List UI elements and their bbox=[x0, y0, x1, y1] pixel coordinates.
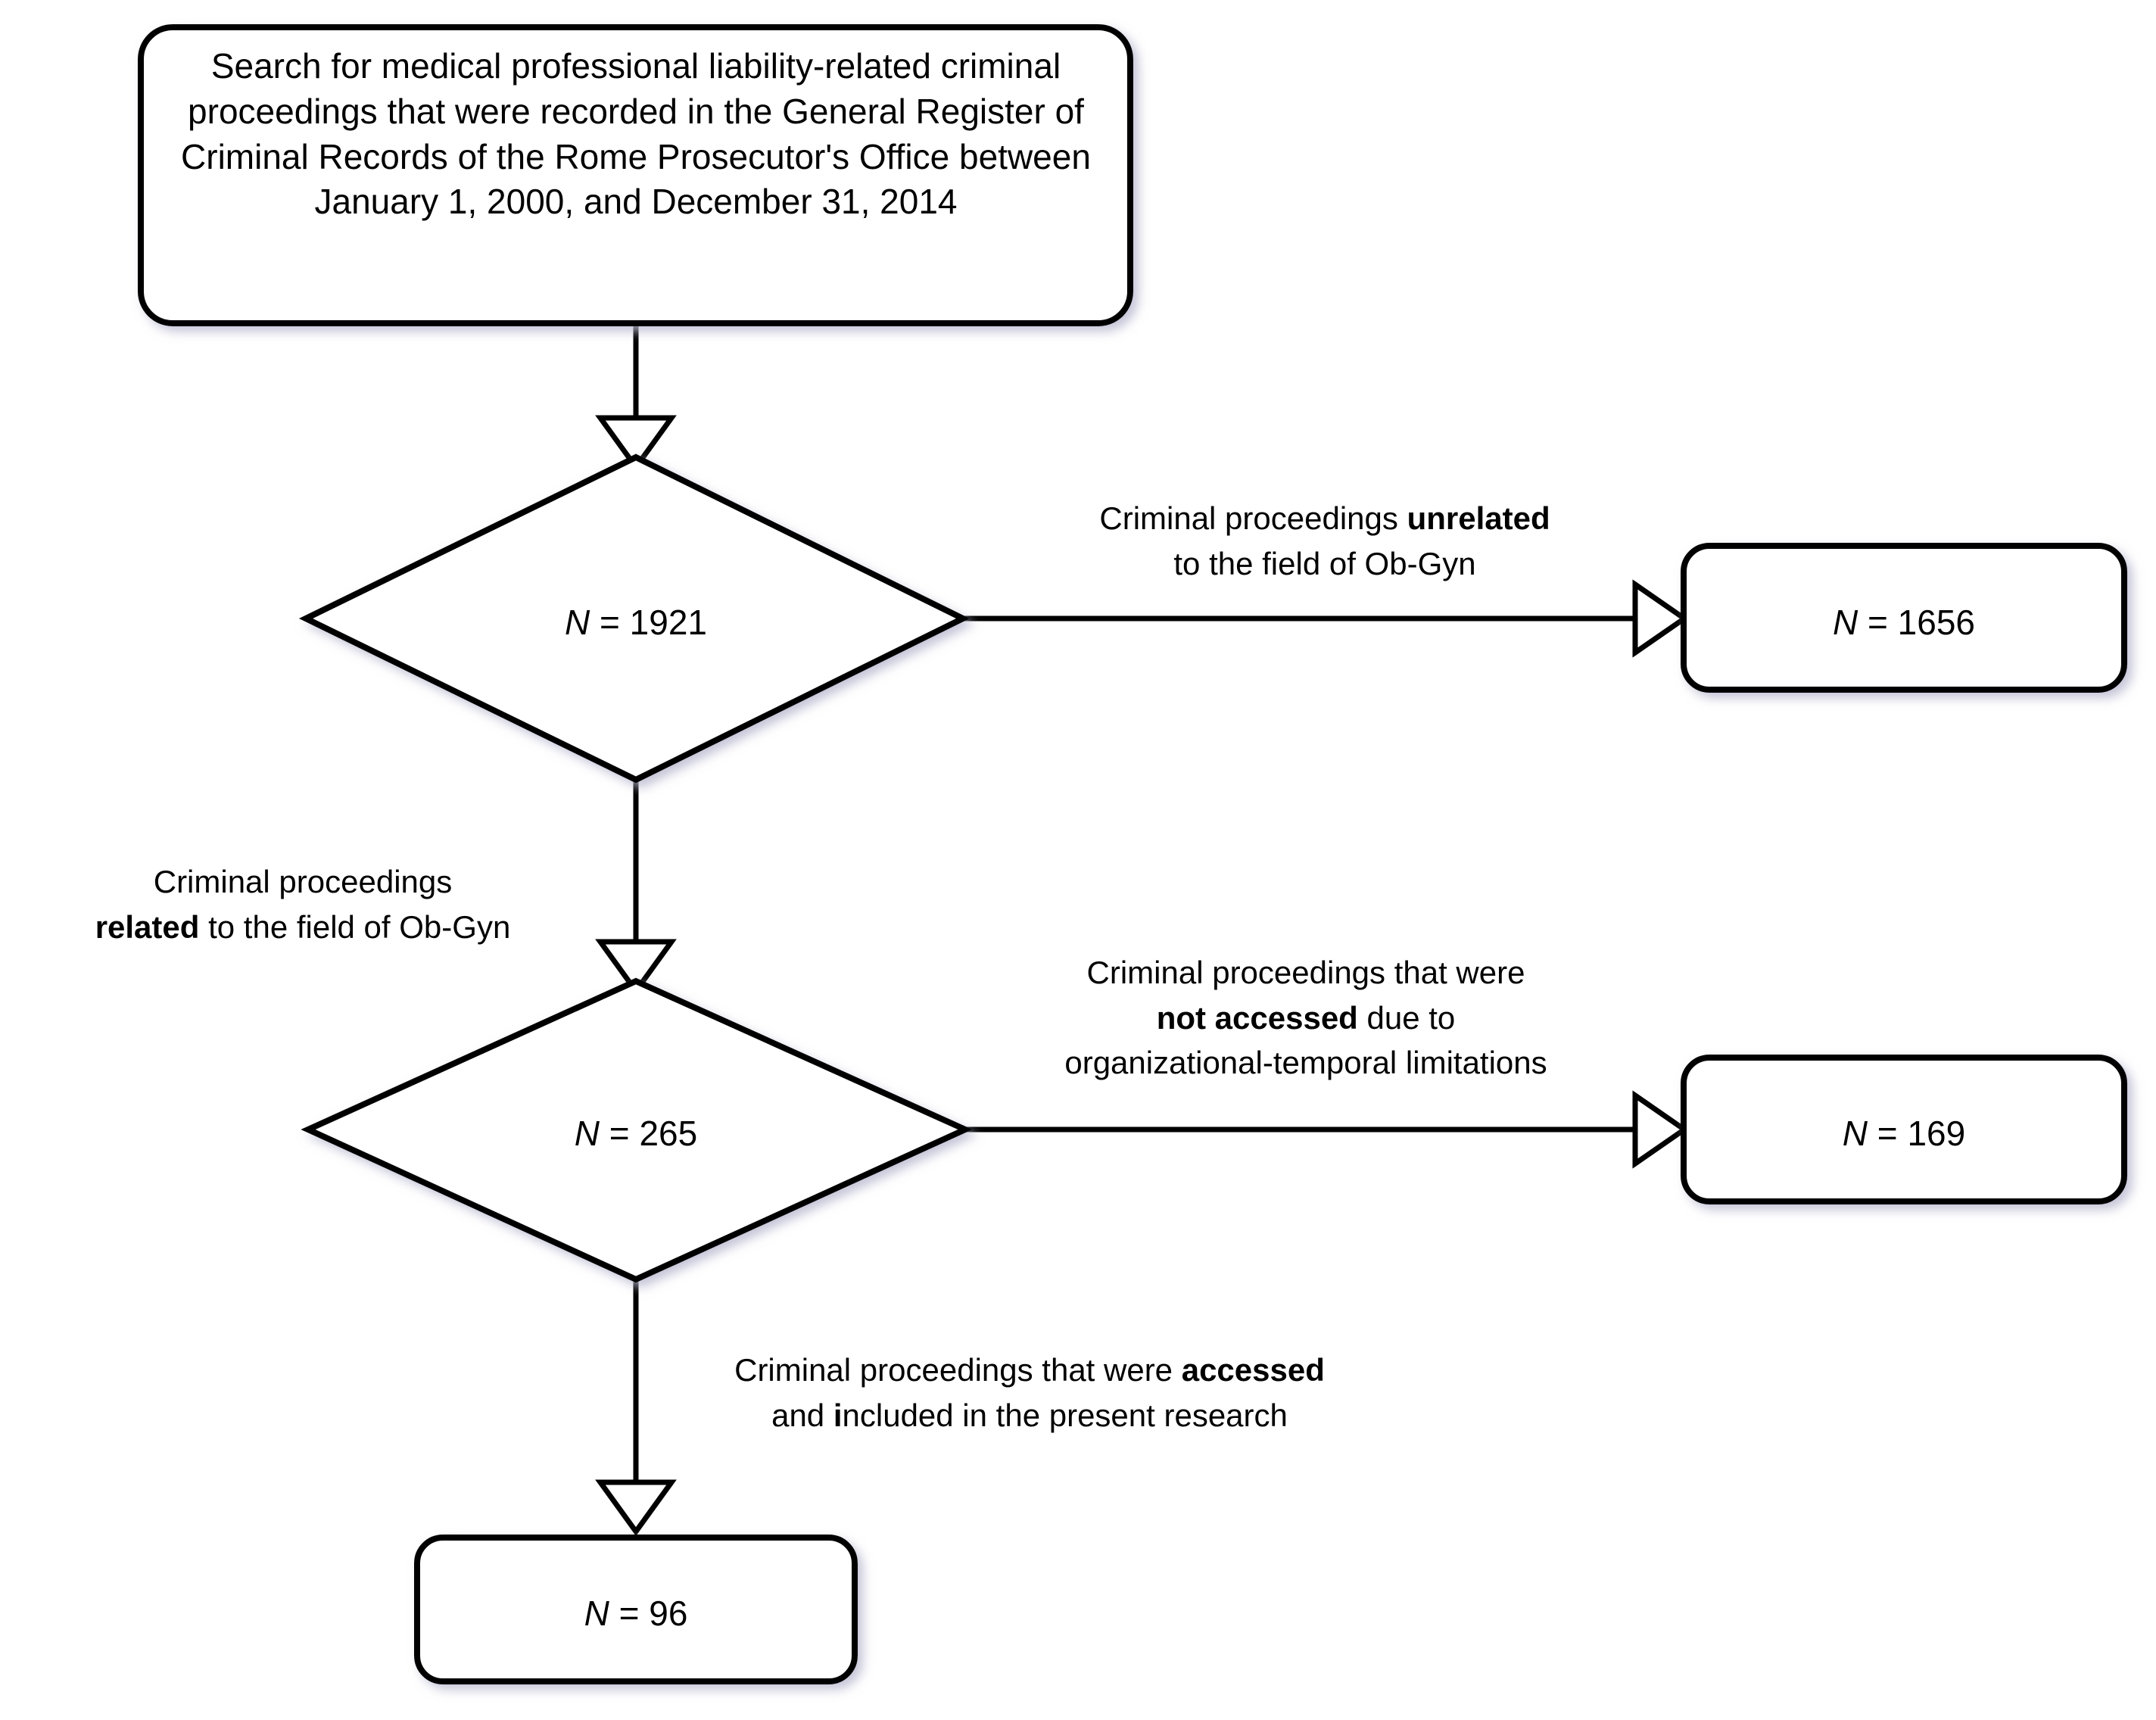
decision-total-shape[interactable] bbox=[298, 453, 971, 784]
edge-label-not-accessed-line2-bold: not accessed bbox=[1156, 999, 1358, 1036]
arrowhead-down-icon bbox=[595, 415, 677, 472]
edge-label-not-accessed-line1: Criminal proceedings that were bbox=[1086, 955, 1525, 990]
excluded-unrelated-shape[interactable] bbox=[1681, 543, 2127, 693]
connector-total-to-unrelated bbox=[963, 579, 1690, 658]
excluded-not-accessed-shape[interactable] bbox=[1681, 1055, 2127, 1204]
edge-label-unrelated-line1-bold: unrelated bbox=[1407, 500, 1550, 536]
edge-label-related: Criminal proceedings related to the field… bbox=[15, 859, 590, 949]
edge-label-unrelated-line2: to the field of Ob-Gyn bbox=[1173, 545, 1476, 581]
arrowhead-right-icon bbox=[1632, 1090, 1690, 1169]
edge-label-accessed-line2-post: ncluded in the present research bbox=[842, 1397, 1288, 1433]
edge-label-accessed-line1-pre: Criminal proceedings that were bbox=[734, 1352, 1182, 1388]
edge-label-accessed-line1-bold: accessed bbox=[1181, 1352, 1325, 1388]
search-box-shape[interactable] bbox=[138, 24, 1133, 326]
arrowhead-down-icon bbox=[595, 1479, 677, 1536]
connector-related-to-not-accessed bbox=[965, 1090, 1690, 1169]
connector-search-to-total bbox=[595, 323, 677, 472]
arrowhead-down-icon bbox=[595, 939, 677, 996]
decision-related-shape[interactable] bbox=[301, 977, 973, 1283]
edge-label-related-line2-post: to the field of Ob-Gyn bbox=[199, 908, 511, 945]
edge-label-not-accessed-line2-post: due to bbox=[1357, 999, 1456, 1036]
edge-label-not-accessed: Criminal proceedings that were not access… bbox=[961, 950, 1650, 1086]
arrowhead-right-icon bbox=[1632, 579, 1690, 658]
edge-label-not-accessed-line3: organizational-temporal limitations bbox=[1064, 1045, 1547, 1081]
edge-label-unrelated-line1-pre: Criminal proceedings bbox=[1099, 500, 1407, 536]
edge-label-accessed-line2-pre: and bbox=[771, 1397, 833, 1433]
connector-total-to-related bbox=[595, 781, 677, 996]
edge-label-accessed-line2-bold-i: i bbox=[833, 1397, 843, 1433]
edge-label-accessed: Criminal proceedings that were accessed a… bbox=[628, 1348, 1431, 1438]
edge-label-unrelated: Criminal proceedings unrelated to the fie… bbox=[992, 496, 1658, 586]
edge-label-related-line2-bold: related bbox=[95, 908, 200, 945]
edge-label-related-line1: Criminal proceedings bbox=[153, 864, 453, 899]
included-final-shape[interactable] bbox=[414, 1535, 858, 1684]
connector-related-to-included bbox=[595, 1279, 677, 1536]
